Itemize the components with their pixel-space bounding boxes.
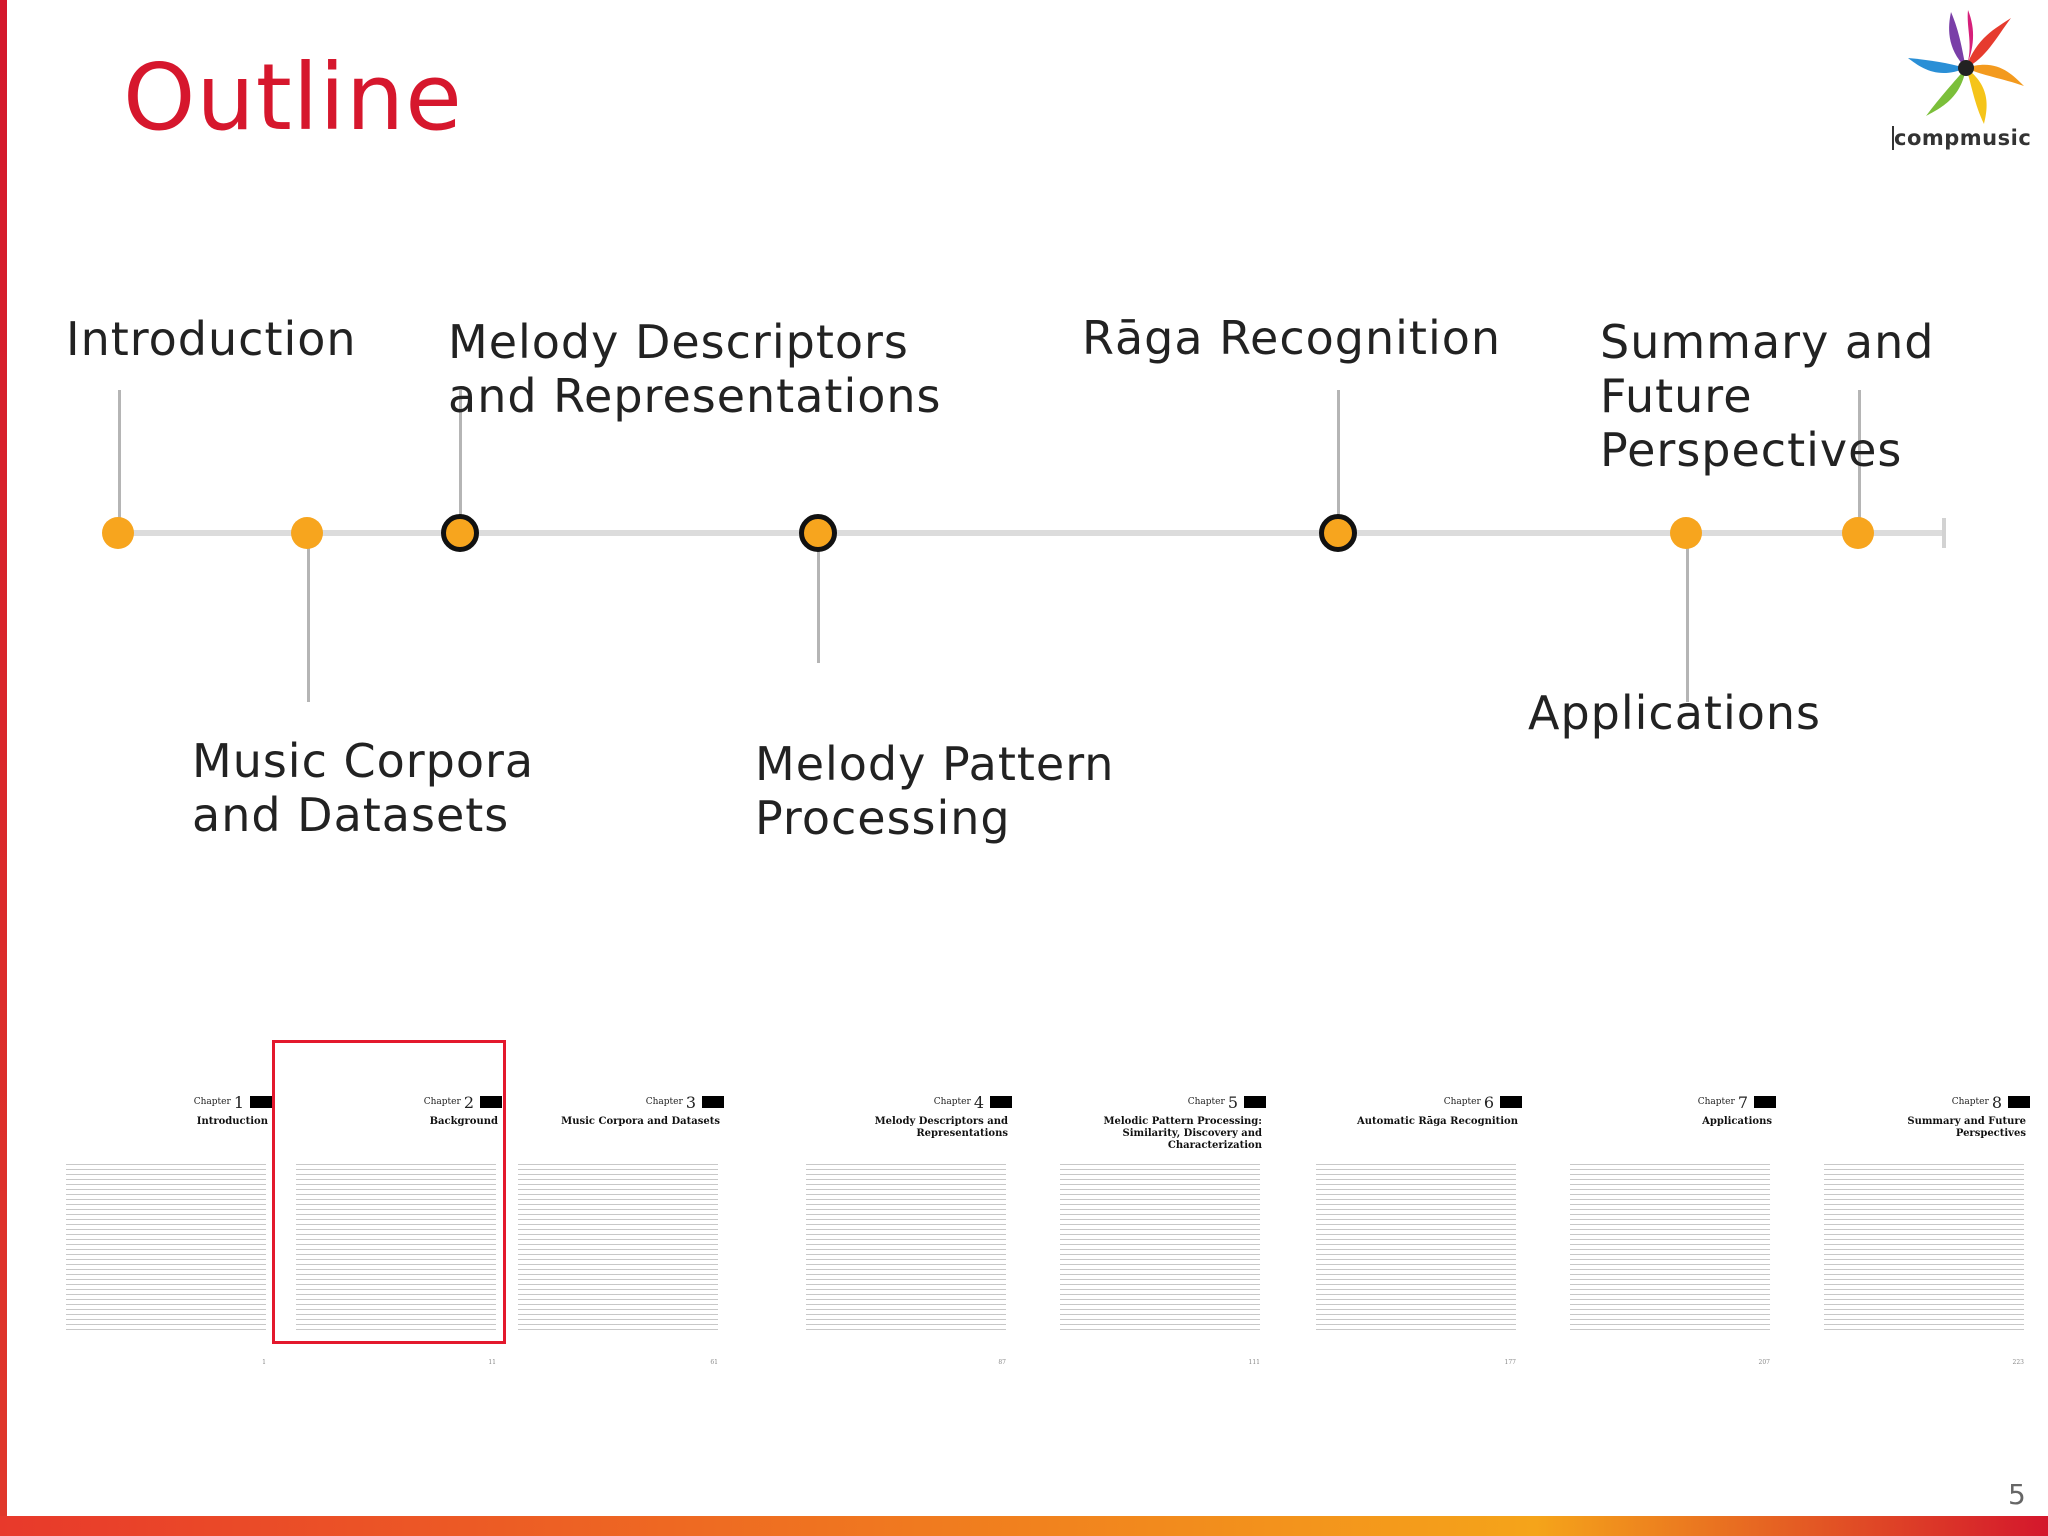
- timeline-stem: [1858, 390, 1861, 532]
- timeline-dot-raga-recognition[interactable]: [1319, 514, 1357, 552]
- page-number: 5: [2008, 1478, 2026, 1511]
- chapter-body-text: [1570, 1164, 1770, 1334]
- step-label-introduction: Introduction: [66, 312, 357, 366]
- compmusic-logo-icon: [1908, 10, 2024, 124]
- current-chapter-highlight: [272, 1040, 506, 1344]
- chapter-body-text: [806, 1164, 1006, 1334]
- chapter-page-number: 177: [1504, 1359, 1516, 1366]
- timeline-dot-introduction[interactable]: [102, 517, 134, 549]
- chapter-title: Summary and Future Perspectives: [1907, 1116, 2026, 1139]
- chapter-body-text: [1316, 1164, 1516, 1334]
- chapter-page-number: 111: [1248, 1359, 1260, 1366]
- timeline-dot-melody-descriptors[interactable]: [441, 514, 479, 552]
- chapter-title: Introduction: [196, 1116, 268, 1127]
- chapter-page-number: 207: [1758, 1359, 1770, 1366]
- timeline-stem: [817, 535, 820, 663]
- chapter-title: Melody Descriptors and Representations: [874, 1116, 1008, 1139]
- chapter-page-number: 61: [710, 1359, 718, 1366]
- timeline-dot-summary[interactable]: [1842, 517, 1874, 549]
- chapter-body-text: [518, 1164, 718, 1334]
- step-label-summary: Summary and Future Perspectives: [1600, 315, 1935, 477]
- step-label-music-corpora: Music Corpora and Datasets: [192, 734, 535, 842]
- logo-text: compmusic: [1892, 126, 2032, 150]
- timeline-axis: [112, 530, 1946, 536]
- chapter-page-number: 87: [998, 1359, 1006, 1366]
- chapter-page-number: 11: [488, 1359, 496, 1366]
- chapter-title: Automatic Rāga Recognition: [1357, 1116, 1518, 1127]
- step-label-applications: Applications: [1528, 686, 1821, 740]
- bottom-gradient-bar: [0, 1516, 2048, 1536]
- timeline-dot-applications[interactable]: [1670, 517, 1702, 549]
- compmusic-logo: compmusic: [1890, 8, 2032, 156]
- chapter-body-text: [1824, 1164, 2024, 1334]
- chapter-title: Melodic Pattern Processing: Similarity, …: [1103, 1116, 1262, 1151]
- chapter-title: Music Corpora and Datasets: [561, 1116, 720, 1127]
- timeline-stem: [459, 390, 462, 532]
- chapter-body-text: [66, 1164, 266, 1334]
- chapter-title: Background: [429, 1116, 498, 1127]
- timeline-stem: [1686, 535, 1689, 702]
- step-label-raga-recognition: Rāga Recognition: [1082, 311, 1502, 365]
- timeline-stem: [307, 535, 310, 702]
- timeline-dot-melody-pattern[interactable]: [799, 514, 837, 552]
- timeline-stem: [1337, 390, 1340, 532]
- step-label-melody-descriptors: Melody Descriptors and Representations: [448, 315, 942, 423]
- step-label-melody-pattern: Melody Pattern Processing: [755, 737, 1115, 845]
- timeline-stem: [118, 390, 121, 532]
- chapter-body-text: [1060, 1164, 1260, 1334]
- chapter-page-number: 223: [2012, 1359, 2024, 1366]
- chapter-body-text: [296, 1164, 496, 1334]
- chapter-page-number: 1: [262, 1359, 266, 1366]
- left-accent-bar: [0, 0, 7, 1536]
- timeline-dot-music-corpora[interactable]: [291, 517, 323, 549]
- timeline-axis-end: [1942, 518, 1946, 548]
- slide-title: Outline: [123, 44, 463, 151]
- chapter-title: Applications: [1702, 1116, 1772, 1127]
